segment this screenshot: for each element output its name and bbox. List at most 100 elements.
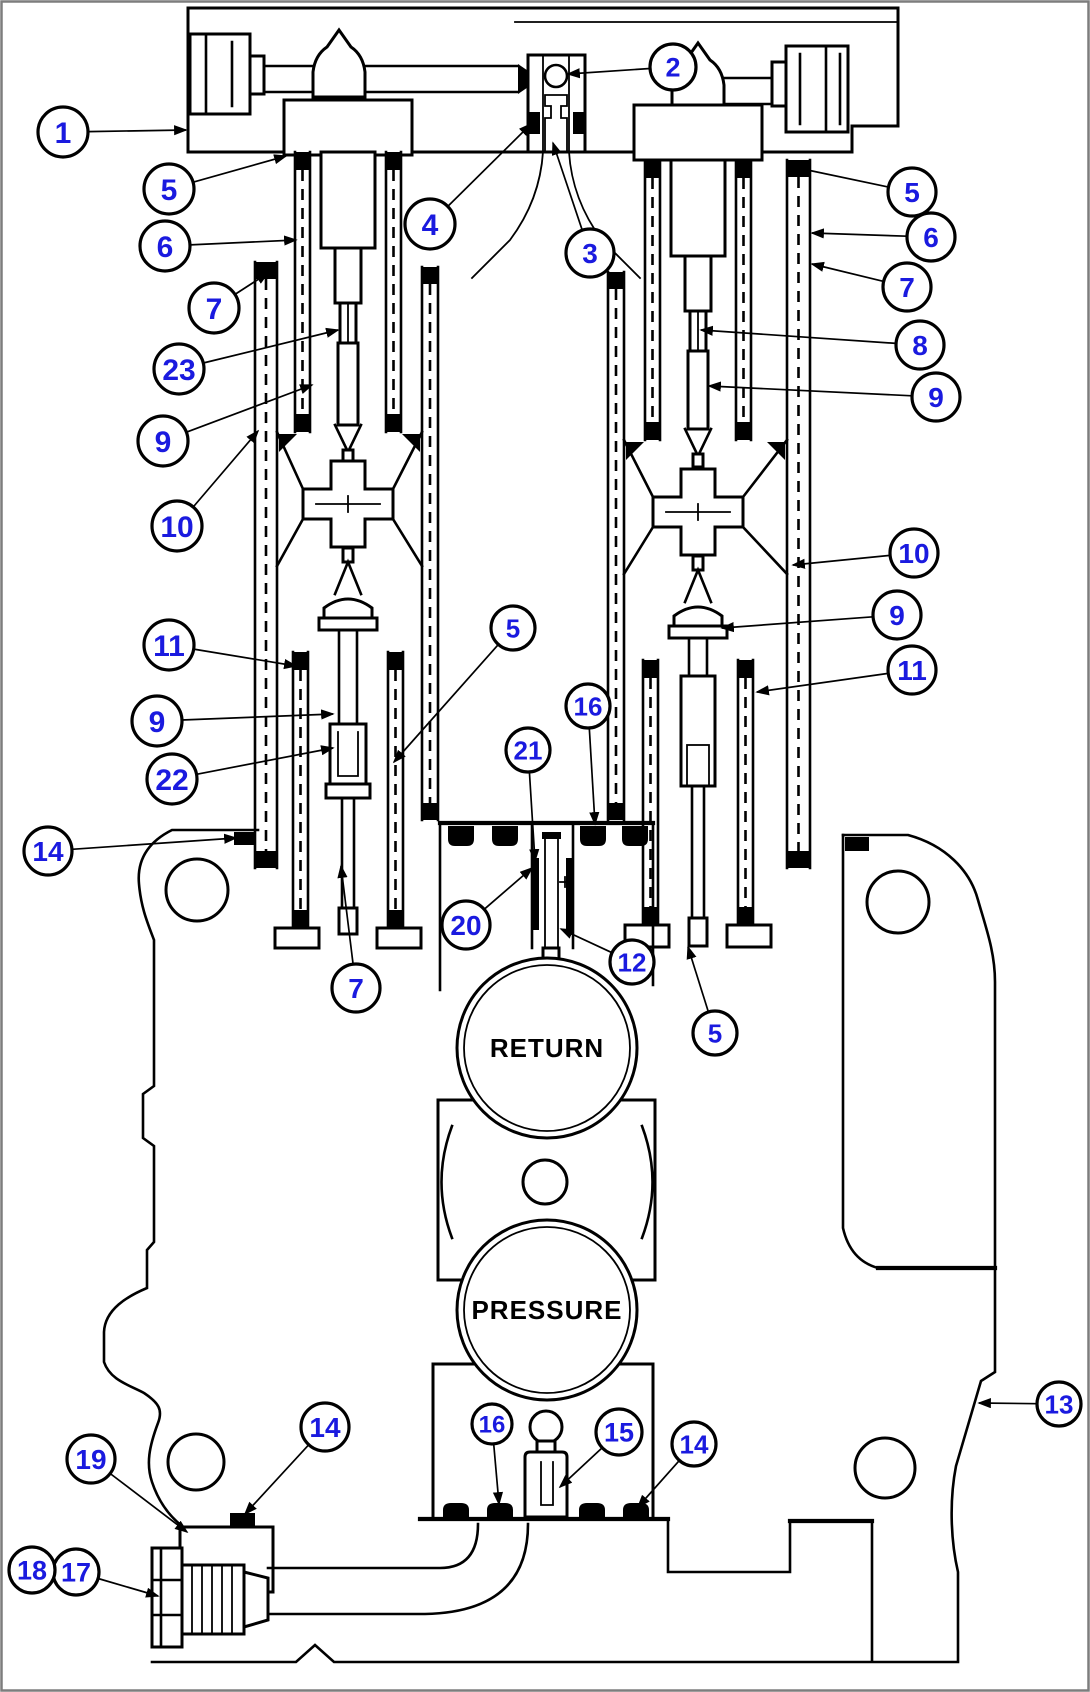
spool-sleeve: [293, 150, 403, 434]
callout-leader-line: [810, 228, 908, 239]
callout-leader-line: [97, 1577, 160, 1598]
callout-circle: [504, 726, 552, 774]
callout-leader-line: [109, 1472, 189, 1534]
return-port-label: RETURN: [490, 1033, 604, 1063]
callout-circle: [136, 414, 190, 468]
callout-number: 10: [160, 511, 193, 544]
callout-number: 10: [898, 538, 929, 569]
callout-number: 9: [155, 426, 172, 459]
lower-left-spool-assembly: [273, 546, 423, 950]
callout-18: 18: [7, 1545, 57, 1595]
callout-9: 9: [720, 589, 923, 641]
callout-7: 7: [330, 864, 382, 1014]
callout-number: 8: [912, 330, 928, 361]
callout-21: 21: [504, 726, 552, 863]
callout-2: 2: [566, 42, 698, 92]
callout-number: 6: [157, 231, 174, 264]
callout-circle: [648, 42, 698, 92]
callout-14: 14: [243, 1401, 351, 1516]
callout-number: 5: [161, 174, 178, 207]
callout-leader-line: [87, 125, 188, 136]
callout-number: 15: [604, 1418, 634, 1448]
callout-circle: [489, 604, 537, 652]
callout-10: 10: [150, 429, 260, 553]
callout-leader-line: [189, 235, 298, 246]
callout-11: 11: [142, 618, 298, 672]
callout-5: 5: [392, 604, 537, 764]
callout-circle: [65, 1433, 117, 1485]
callout-leader-line: [193, 648, 298, 670]
callout-7: 7: [810, 261, 933, 313]
callout-leader-line: [588, 727, 600, 826]
outer-spring-column: [785, 158, 812, 870]
callout-circle: [470, 1402, 514, 1446]
callout-number: 23: [162, 354, 195, 387]
outer-spring-column: [606, 270, 626, 822]
callout-number: 9: [928, 382, 944, 413]
callout-circle: [888, 527, 940, 579]
sleeve-foot: [375, 926, 423, 950]
callout-circle: [403, 197, 457, 251]
spool-sleeve: [641, 658, 755, 927]
callout-9: 9: [130, 694, 335, 748]
callout-9: 9: [707, 371, 962, 423]
callout-leader-line: [492, 1443, 504, 1506]
callout-circle: [440, 899, 492, 951]
lower-right-spool-assembly: [623, 554, 773, 949]
callout-number: 14: [309, 1412, 341, 1443]
callout-number: 11: [153, 630, 185, 663]
callout-leader-line: [337, 864, 354, 965]
callout-number: 3: [582, 238, 598, 269]
left-spool-head: [282, 98, 414, 157]
callout-circle: [871, 589, 923, 641]
callout-circle: [22, 825, 74, 877]
callout-number: 6: [923, 222, 939, 253]
callout-circle: [187, 281, 241, 335]
callout-7: 7: [187, 272, 270, 335]
callout-leader-line: [186, 384, 314, 433]
callout-number: 9: [149, 706, 166, 739]
pressure-port: PRESSURE: [455, 1218, 639, 1402]
callout-circle: [152, 342, 206, 396]
callout-number: 14: [32, 836, 64, 867]
callout-leader-line: [707, 381, 913, 397]
callout-leader-line: [234, 272, 270, 296]
callout-circle: [886, 644, 938, 696]
callout-leader-line: [755, 672, 889, 696]
callout-leader-line: [71, 833, 238, 851]
callout-circle: [608, 938, 656, 986]
callout-leader-line: [243, 1444, 310, 1516]
callout-leader-line: [181, 709, 335, 721]
callout-circle: [886, 166, 938, 218]
item-15-relief-valve: [443, 1409, 649, 1519]
callout-leader-line: [558, 1447, 603, 1489]
hex-nut: [150, 1546, 184, 1649]
callout-circle: [1035, 1380, 1083, 1428]
callout-13: 13: [977, 1380, 1083, 1428]
callout-number: 5: [904, 177, 920, 208]
callout-11: 11: [755, 644, 938, 696]
callout-number: 13: [1045, 1389, 1074, 1419]
callout-17: 17: [51, 1547, 160, 1598]
center-pilot-hole: [521, 1158, 569, 1206]
callout-circle: [881, 261, 933, 313]
upper-right-spool-assembly: [622, 103, 789, 576]
callout-12: 12: [559, 928, 656, 986]
callout-number: 18: [17, 1556, 47, 1586]
callout-circle: [299, 1401, 351, 1453]
callout-14: 14: [22, 825, 238, 877]
callout-number: 5: [708, 1018, 722, 1048]
callout-5: 5: [686, 945, 739, 1057]
item-11-plug: [679, 674, 717, 788]
callout-number: 22: [155, 764, 188, 797]
callout-leader-line: [551, 141, 584, 231]
callout-number: 7: [348, 973, 364, 1004]
left-body-mass: [102, 828, 260, 1531]
callout-leader-line: [447, 122, 533, 208]
callout-20: 20: [440, 866, 534, 951]
port-seal-top-right: [845, 837, 869, 851]
spring-sleeves: [291, 150, 755, 930]
callout-number: 21: [514, 735, 543, 765]
